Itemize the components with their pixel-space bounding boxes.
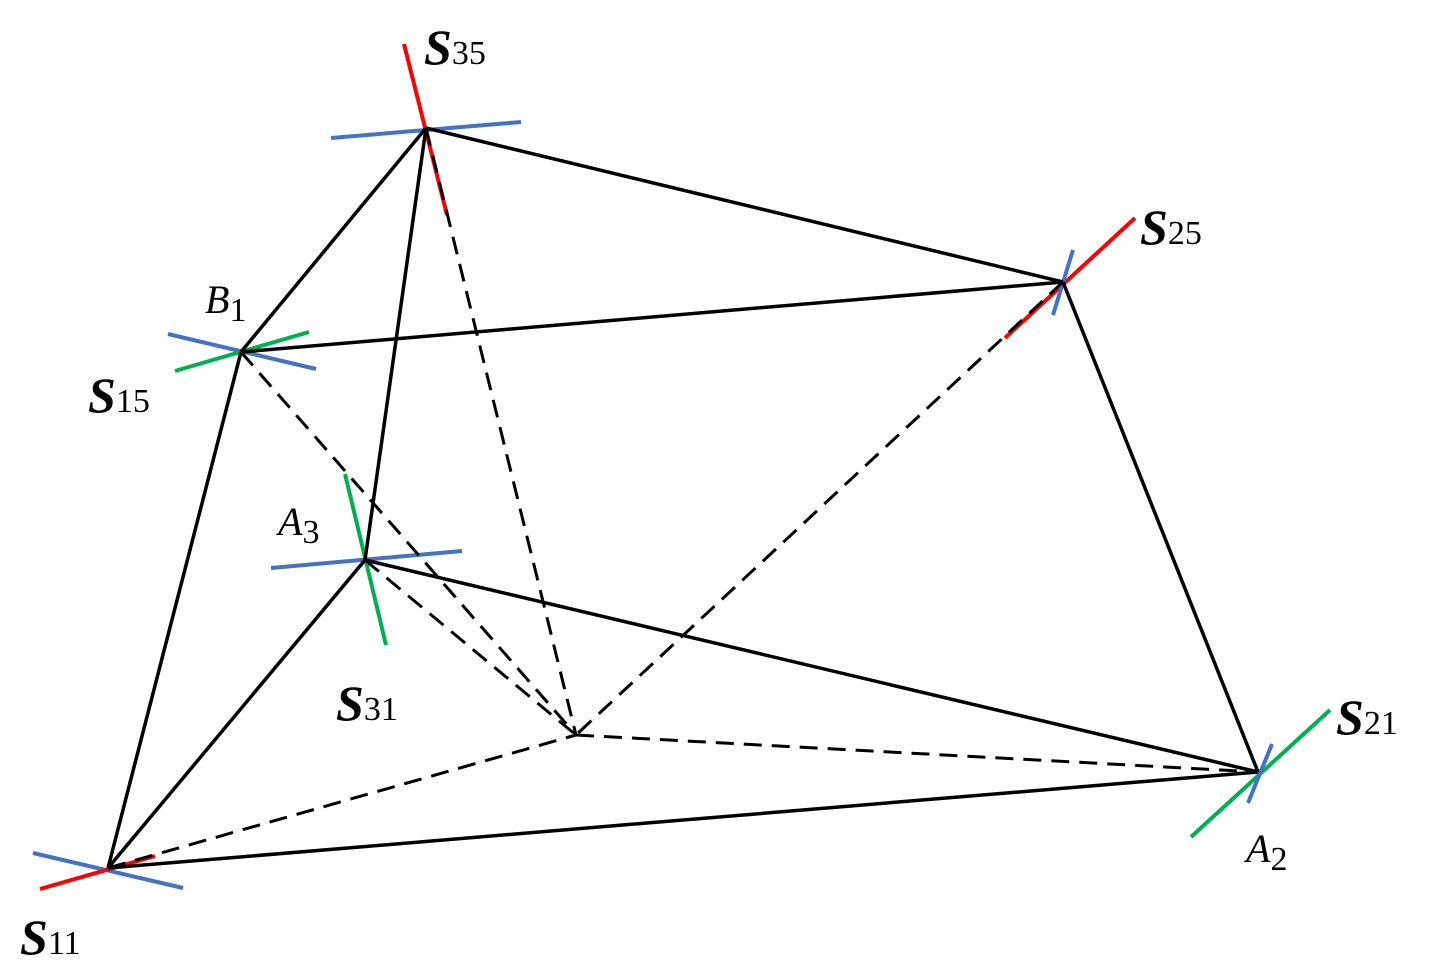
label-a3: A3 bbox=[275, 499, 319, 551]
label-s11: S11 bbox=[20, 909, 81, 965]
edge bbox=[239, 126, 428, 354]
dashed-edge bbox=[424, 127, 578, 736]
s25-red-axis bbox=[1003, 216, 1137, 340]
dashed-edges bbox=[107, 127, 1259, 870]
edge bbox=[1061, 281, 1260, 773]
solid-edges bbox=[106, 126, 1260, 870]
a2-blue-axis bbox=[1246, 743, 1274, 804]
edge bbox=[425, 126, 1064, 284]
edge bbox=[240, 280, 1064, 354]
label-b1: B1 bbox=[205, 277, 246, 329]
dashed-edge bbox=[239, 351, 578, 736]
label-s31: S31 bbox=[336, 675, 398, 731]
edge bbox=[106, 558, 367, 870]
label-s21: S21 bbox=[1336, 689, 1398, 745]
label-s35: S35 bbox=[424, 19, 486, 75]
edge bbox=[106, 351, 243, 869]
label-s25: S25 bbox=[1140, 199, 1202, 255]
edge bbox=[364, 558, 1259, 774]
label-a2: A2 bbox=[1243, 826, 1287, 878]
edge bbox=[363, 127, 428, 561]
dashed-edge bbox=[575, 733, 1259, 774]
label-s15: S15 bbox=[88, 367, 150, 423]
dashed-edge bbox=[364, 558, 577, 737]
dashed-edge bbox=[107, 733, 577, 870]
edge bbox=[107, 770, 1259, 870]
